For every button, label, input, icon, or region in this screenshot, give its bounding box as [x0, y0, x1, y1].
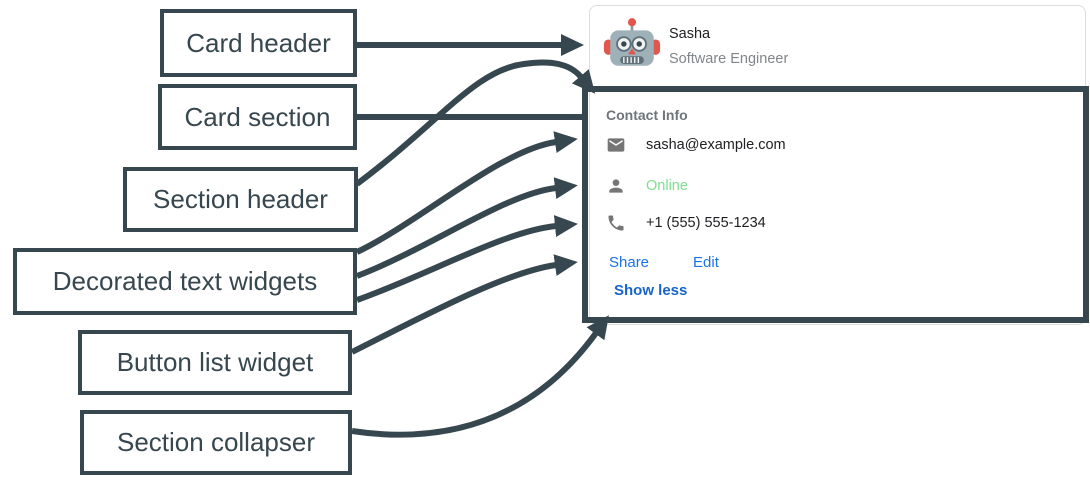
- decorated-text-row-status: Online: [606, 174, 688, 198]
- card-header-subtitle: Software Engineer: [669, 51, 789, 67]
- card-header-name: Sasha: [669, 26, 711, 42]
- arrow-decorated-text-phone: [355, 215, 578, 303]
- annotation-section-header: Section header: [123, 167, 358, 232]
- button-list-widget: Share Edit: [609, 254, 719, 271]
- annotation-card-section: Card section: [158, 84, 357, 150]
- section-collapser-button[interactable]: Show less: [614, 282, 688, 299]
- decorated-text-row-email: sasha@example.com: [606, 133, 786, 157]
- person-icon: [609, 179, 623, 193]
- status-text: Online: [646, 178, 688, 194]
- annotation-section-collapser: Section collapser: [80, 410, 352, 475]
- contact-card: Sasha Software Engineer Contact Info sas…: [589, 5, 1086, 325]
- arrow-decorated-text-email: [355, 131, 578, 255]
- annotation-button-list-widget: Button list widget: [78, 330, 352, 395]
- arrow-section-header: [355, 59, 596, 187]
- arrow-decorated-text-status: [355, 177, 578, 279]
- robot-avatar-icon: [603, 18, 661, 66]
- arrow-button-list: [350, 254, 578, 355]
- phone-text: +1 (555) 555-1234: [646, 215, 766, 231]
- section-header-text: Contact Info: [606, 107, 688, 123]
- email-text: sasha@example.com: [646, 137, 786, 153]
- share-button[interactable]: Share: [609, 254, 650, 271]
- email-icon: [607, 138, 625, 152]
- annotation-card-header: Card header: [160, 9, 357, 77]
- annotation-decorated-text-widgets: Decorated text widgets: [13, 248, 357, 315]
- edit-button[interactable]: Edit: [693, 254, 719, 271]
- decorated-text-row-phone: +1 (555) 555-1234: [606, 211, 766, 235]
- arrow-section-collapser: [351, 315, 609, 438]
- phone-icon: [608, 215, 624, 231]
